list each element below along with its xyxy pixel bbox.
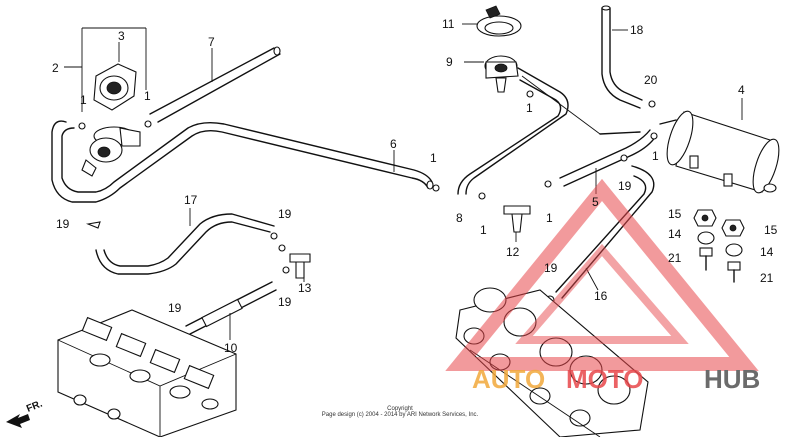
callout-21: 21 (668, 251, 682, 265)
callout-1: 1 (526, 101, 533, 115)
callout-14: 14 (668, 227, 682, 241)
cap-11[interactable] (462, 5, 522, 37)
callout-18: 18 (630, 23, 644, 37)
callout-1: 1 (546, 211, 553, 225)
callout-19: 19 (168, 301, 182, 315)
callout-6: 6 (390, 137, 397, 151)
callout-14: 14 (760, 245, 774, 259)
hose-5[interactable] (559, 129, 657, 194)
valve-9[interactable] (464, 55, 519, 93)
washer-14-right[interactable] (725, 243, 743, 257)
callout-3: 3 (118, 29, 125, 43)
callout-2: 2 (52, 61, 59, 75)
callout-19: 19 (56, 217, 70, 231)
callout-1: 1 (480, 223, 487, 237)
callout-1: 1 (80, 93, 87, 107)
callout-21: 21 (760, 271, 774, 285)
callout-1: 1 (430, 151, 437, 165)
valve-assembly-part-2-3[interactable] (64, 27, 147, 177)
callout-19: 19 (618, 179, 632, 193)
callout-11: 11 (442, 17, 455, 31)
nut-15-right[interactable] (721, 219, 745, 237)
callout-13: 13 (298, 281, 312, 295)
fitting-13[interactable] (289, 253, 311, 282)
copyright-line-2: Page design (c) 2004 - 2014 by ARI Netwo… (322, 412, 479, 418)
callout-15: 15 (764, 223, 778, 237)
front-label: FR. (25, 398, 44, 414)
hose-18[interactable] (601, 5, 643, 109)
front-direction-indicator: FR. (6, 398, 44, 428)
washer-14-left[interactable] (697, 231, 715, 245)
clamp-parts[interactable] (78, 90, 658, 338)
hose-from-valve-9[interactable] (457, 67, 641, 195)
copyright-line-1: Copyright (387, 406, 413, 412)
callout-7: 7 (208, 35, 215, 49)
callout-17: 17 (184, 193, 198, 207)
callout-9: 9 (446, 55, 453, 69)
callout-4: 4 (738, 83, 745, 97)
callout-15: 15 (668, 207, 682, 221)
bolt-21-right[interactable] (727, 261, 741, 283)
callout-labels: 3 2 1 1 7 6 1 8 1 11 9 1 18 20 4 1 19 5 … (52, 17, 778, 355)
watermark-logo: AUTO MOTO HUB (445, 178, 760, 394)
fitting-12[interactable] (503, 205, 531, 242)
hose-6[interactable] (51, 120, 434, 203)
canister-4[interactable] (659, 98, 784, 196)
watermark-hub: HUB (704, 364, 760, 394)
callout-19: 19 (278, 207, 292, 221)
tube-10[interactable] (185, 281, 277, 340)
engine-block (57, 309, 237, 437)
callout-8: 8 (456, 211, 463, 225)
callout-1: 1 (652, 149, 659, 163)
callout-1: 1 (144, 89, 151, 103)
callout-16: 16 (594, 289, 608, 303)
nut-15-left[interactable] (693, 209, 717, 227)
callout-12: 12 (506, 245, 520, 259)
callout-19: 19 (544, 261, 558, 275)
bolt-21-left[interactable] (699, 247, 713, 271)
callout-10: 10 (224, 341, 238, 355)
front-arrow-icon (6, 414, 30, 428)
callout-19: 19 (278, 295, 292, 309)
watermark-moto: MOTO (566, 364, 644, 394)
callout-5: 5 (592, 195, 599, 209)
hose-17[interactable] (95, 208, 278, 275)
watermark-auto: AUTO (472, 364, 545, 394)
hose-7[interactable] (149, 46, 281, 123)
callout-20: 20 (644, 73, 658, 87)
